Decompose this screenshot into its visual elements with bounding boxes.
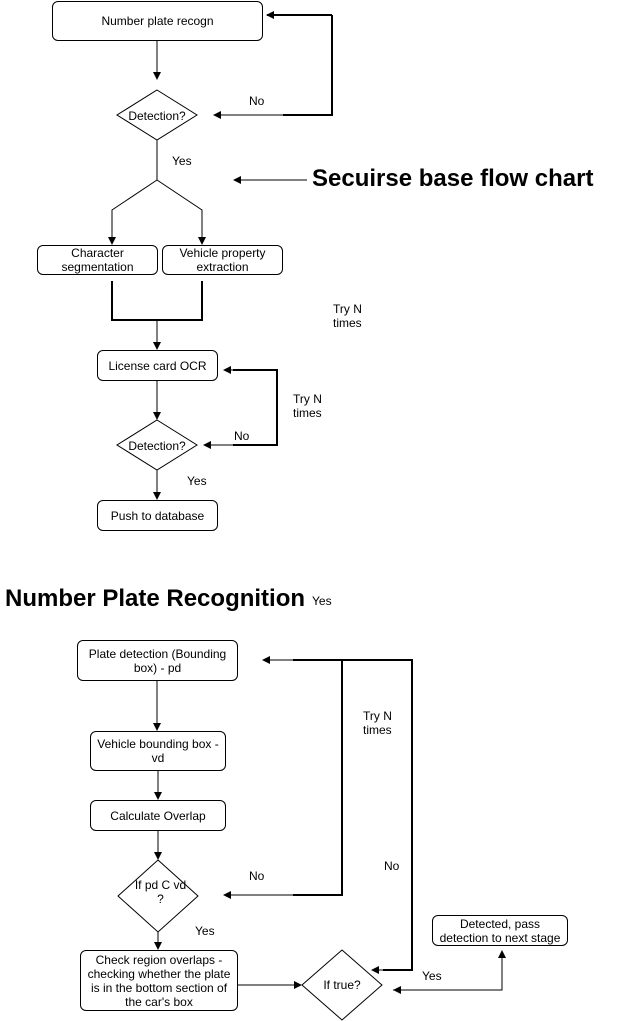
arrow-yes-to-detected bbox=[393, 950, 506, 991]
yes-label-2: Yes bbox=[187, 474, 207, 488]
detection-1-label: Detection? bbox=[128, 109, 186, 123]
detection-2-label: Detection? bbox=[128, 439, 186, 453]
character-segmentation-node: Character segmentation bbox=[37, 245, 158, 275]
push-to-database-node: Push to database bbox=[97, 500, 218, 531]
try-n-times-label-1: Try N times bbox=[333, 302, 362, 330]
yes-label-4: Yes bbox=[422, 969, 442, 983]
number-plate-recognition-title: Number Plate Recognition bbox=[5, 585, 306, 612]
secuirse-title: Secuirse base flow chart bbox=[312, 165, 594, 192]
loop-no-if-pd bbox=[293, 659, 343, 896]
title-yes-label: Yes bbox=[312, 594, 332, 608]
try-n-times-label-3: Try N times bbox=[363, 709, 392, 737]
loop-no-detection-2 bbox=[233, 369, 278, 446]
if-true-diamond bbox=[301, 949, 383, 1021]
no-label-3: No bbox=[249, 869, 265, 883]
loop-no-if-true bbox=[342, 659, 413, 971]
no-label-1: No bbox=[249, 94, 265, 108]
loop-no-detection-1 bbox=[283, 15, 333, 116]
yes-label-3: Yes bbox=[195, 924, 215, 938]
number-plate-recogn-node: Number plate recogn bbox=[52, 1, 263, 41]
merge-line bbox=[111, 281, 203, 321]
if-pd-vd-label: If pd C vd ? bbox=[134, 878, 187, 906]
vehicle-property-node: Vehicle property extraction bbox=[162, 245, 283, 275]
detected-pass-node: Detected, pass detection to next stage bbox=[432, 915, 568, 946]
no-label-2: No bbox=[234, 429, 250, 443]
branch-to-char-seg bbox=[108, 179, 158, 245]
license-card-ocr-node: License card OCR bbox=[97, 350, 218, 381]
try-n-times-label-2: Try N times bbox=[293, 392, 322, 420]
yes-label-1: Yes bbox=[172, 154, 192, 168]
calculate-overlap-node: Calculate Overlap bbox=[90, 800, 226, 831]
vehicle-bounding-box-node: Vehicle bounding box - vd bbox=[90, 731, 226, 771]
no-label-4: No bbox=[384, 859, 400, 873]
branch-to-vehicle-prop bbox=[156, 179, 206, 245]
check-region-node: Check region overlaps - checking whether… bbox=[80, 950, 238, 1011]
plate-detection-node: Plate detection (Bounding box) - pd bbox=[77, 640, 238, 681]
if-true-label: If true? bbox=[323, 978, 361, 992]
